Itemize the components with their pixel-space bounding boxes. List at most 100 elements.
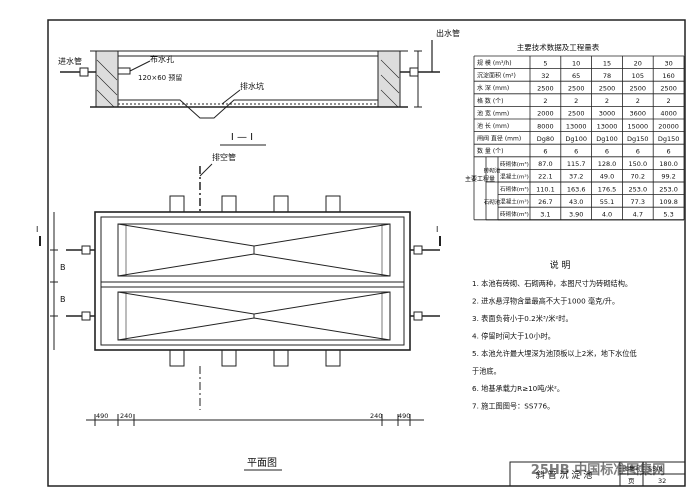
table-row-label: 混凝土(m³)	[500, 198, 529, 206]
notes-title: 说 明	[550, 259, 571, 271]
table-cell: 3000	[599, 110, 616, 118]
table-cell: 78	[603, 72, 611, 80]
table-cell: 109.8	[659, 198, 678, 206]
table-cell: 3.1	[540, 211, 550, 219]
table-row-label: 混凝土(m³)	[500, 172, 529, 180]
title-block-atlas-no: S5-0	[648, 465, 663, 473]
table-cell: 43.0	[569, 198, 583, 206]
section-title: I — I	[231, 132, 253, 143]
table-row-label: 水 深 (mm)	[477, 84, 509, 92]
table-cell: 13000	[597, 122, 618, 130]
table-cell: 150.0	[628, 160, 647, 168]
table-group-label: 主要工程量	[465, 175, 495, 183]
table-cell: 160	[662, 72, 674, 80]
table-cell: 49.0	[600, 173, 614, 181]
note-line: 4. 停留时间大于10小时。	[472, 332, 555, 341]
table-cell: 13000	[566, 122, 587, 130]
plan-side-label-a: B	[60, 263, 66, 272]
table-cell: 128.0	[598, 160, 617, 168]
note-line: 7. 施工图图号：SS776。	[472, 402, 554, 411]
note-line: 2. 进水悬浮物含量最高不大于1000 毫克/升。	[472, 297, 619, 306]
table-cell: 77.3	[631, 198, 645, 206]
table-cell: 115.7	[567, 160, 586, 168]
table-cell: 4.7	[633, 211, 643, 219]
title-block	[509, 461, 686, 487]
table-cell: 4.0	[602, 211, 612, 219]
title-block-atlas-label: 图集号	[623, 465, 641, 473]
table-cell: 6	[636, 148, 640, 156]
plan-cut-mark-right: I	[436, 225, 438, 234]
table-cell: 176.5	[598, 185, 617, 193]
title-block-page-label: 页	[628, 477, 635, 485]
table-subgroup-label: 砖砌池	[484, 166, 501, 174]
table-cell: 10	[572, 59, 580, 67]
table-cell: 2	[667, 97, 671, 105]
table-row-label: 数 量 (个)	[477, 147, 504, 155]
outlet-pipe-label: 出水管	[436, 28, 460, 38]
inlet-hole-size-label: 120×60 预留	[138, 73, 182, 82]
table-cell: 6	[667, 148, 671, 156]
table-cell: Dg150	[658, 135, 680, 143]
table-cell: 2500	[568, 85, 585, 93]
table-cell: 253.0	[659, 185, 678, 193]
table-cell: 6	[605, 148, 609, 156]
plan-title: 平面图	[247, 457, 277, 469]
table-cell: 87.0	[538, 160, 552, 168]
table-cell: Dg100	[596, 135, 618, 143]
table-cell: 110.1	[536, 185, 555, 193]
table-cell: 2	[605, 97, 609, 105]
inlet-hole-label: 布水孔	[150, 54, 174, 64]
notes-block: 说 明 1. 本池有砖砌、石砌两种，本图尺寸为砖砌结构。2. 进水悬浮物含量最高…	[472, 259, 637, 411]
section-view	[60, 40, 440, 119]
table-row-label: 池 宽 (mm)	[477, 109, 509, 117]
vent-pipe-label: 排空管	[212, 152, 236, 162]
table-row-label: 石砌体(m³)	[500, 185, 529, 193]
table-cell: Dg150	[627, 135, 649, 143]
plan-dim-4: 490	[398, 412, 410, 420]
table-title: 主要技术数据及工程量表	[517, 42, 600, 52]
note-line: 5. 本池允许最大埋深为池顶板以上2米，地下水位低	[472, 349, 637, 358]
table-cell: 2000	[537, 110, 554, 118]
table-row-label: 砖砌体(m³)	[500, 210, 529, 218]
table-cell: 20	[634, 59, 642, 67]
table-row-label: 池 长 (mm)	[477, 122, 509, 130]
table-cell: 37.2	[569, 173, 583, 181]
table-cell: 163.6	[567, 185, 586, 193]
table-row-label: 规 模 (m³/h)	[477, 59, 512, 67]
plan-side-label-b: B	[60, 295, 66, 304]
table-cell: 253.0	[628, 185, 647, 193]
note-line: 于池底。	[472, 367, 501, 376]
table-subgroup-label: 石砌池	[484, 198, 501, 206]
note-line: 3. 表面负荷小于0.2米³/米²时。	[472, 314, 573, 323]
table-cell: Dg80	[537, 135, 554, 143]
inlet-pipe-label: 进水管	[58, 56, 82, 66]
plan-dim-1: 490	[96, 412, 108, 420]
table-cell: 2500	[537, 85, 554, 93]
plan-dim-3: 240	[370, 412, 382, 420]
table-cell: 22.1	[538, 173, 552, 181]
table-cell: Dg100	[565, 135, 587, 143]
table-cell: 32	[541, 72, 549, 80]
drain-trough-label: 排水坑	[240, 81, 264, 91]
table-cell: 70.2	[631, 173, 645, 181]
table-cell: 4000	[660, 110, 677, 118]
table-cell: 15	[603, 59, 611, 67]
table-cell: 2500	[599, 85, 616, 93]
table-cell: 65	[572, 72, 580, 80]
table-cell: 3.90	[569, 211, 583, 219]
table-cell: 30	[664, 59, 672, 67]
plan-dim-2: 240	[120, 412, 132, 420]
table-row-label: 砖砌体(m³)	[500, 160, 529, 168]
title-block-name: 斜 管 沉 淀 池	[536, 469, 592, 481]
table-cell: 180.0	[659, 160, 678, 168]
table-cell: 2	[636, 97, 640, 105]
table-cell: 5.3	[663, 211, 673, 219]
table-cell: 20000	[658, 122, 679, 130]
table-cell: 26.7	[538, 198, 552, 206]
plan-cut-mark-left: I	[36, 225, 38, 234]
table-cell: 2500	[660, 85, 677, 93]
table-cell: 105	[632, 72, 644, 80]
table-cell: 3600	[630, 110, 647, 118]
